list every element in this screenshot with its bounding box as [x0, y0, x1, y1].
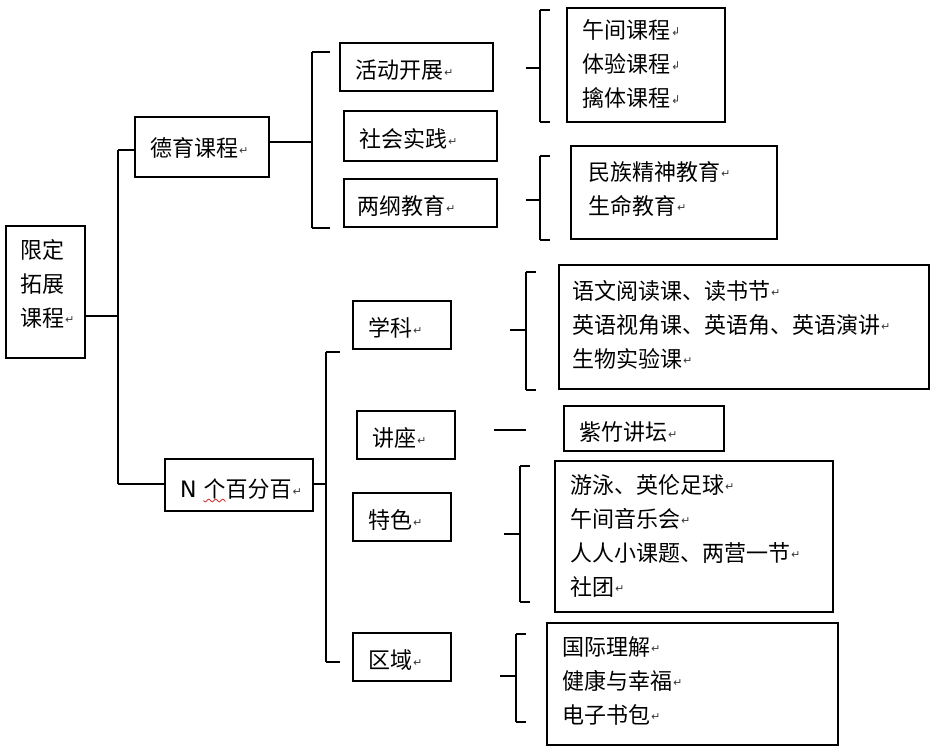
- jiangzuo-item-1: 紫竹讲坛: [579, 421, 668, 446]
- tese-item-4: 社团: [570, 576, 615, 601]
- liangang-item-2: 生命教育: [588, 195, 677, 220]
- quyu-item-2: 健康与幸福: [562, 670, 673, 695]
- return-mark: ↵: [239, 143, 249, 157]
- return-mark: ↵: [677, 201, 687, 214]
- node-liangang: 两纲教育↵: [343, 178, 498, 228]
- root-node: 限定 拓展 课程↵: [5, 225, 86, 359]
- return-mark: ↵: [673, 676, 683, 689]
- return-mark: ↵: [417, 433, 427, 447]
- return-mark: ↵: [881, 320, 891, 333]
- root-line-1: 限定: [20, 239, 65, 264]
- root-line-2: 拓展: [20, 273, 65, 298]
- jiangzuo-items-box: 紫竹讲坛↵: [563, 405, 725, 452]
- return-mark: ↵: [668, 427, 678, 441]
- node-nge-prefix: N: [180, 478, 197, 503]
- xueke-items-box: 语文阅读课、读书节↵ 英语视角课、英语角、英语演讲↵ 生物实验课↵: [558, 264, 930, 390]
- return-mark: ↵: [683, 354, 693, 367]
- return-mark: ↵: [446, 201, 456, 215]
- huodong-items-box: 午间课程↲ 体验课程↲ 擒体课程↲: [566, 7, 726, 123]
- node-liangang-label: 两纲教育: [357, 195, 446, 220]
- node-nge: N 个百分百↵: [164, 458, 314, 512]
- node-shehui-label: 社会实践: [359, 128, 448, 153]
- quyu-item-3: 电子书包: [562, 704, 651, 729]
- node-tese: 特色↵: [352, 492, 452, 542]
- return-mark: ↵: [651, 710, 661, 723]
- tese-item-1: 游泳、英伦足球: [570, 474, 725, 499]
- node-quyu-label: 区域: [368, 649, 413, 674]
- paragraph-mark: ↲: [671, 59, 681, 72]
- liangang-items-box: 民族精神教育↵ 生命教育↵: [570, 145, 778, 240]
- huodong-item-3: 擒体课程: [582, 87, 671, 112]
- return-mark: ↵: [444, 65, 454, 79]
- return-mark: ↵: [681, 514, 691, 527]
- huodong-item-2: 体验课程: [582, 53, 671, 78]
- node-shehui: 社会实践↵: [343, 110, 498, 162]
- node-xueke-label: 学科: [368, 317, 413, 342]
- return-mark: ↵: [413, 515, 423, 529]
- tese-item-2: 午间音乐会: [570, 508, 681, 533]
- return-mark: ↵: [448, 134, 458, 148]
- return-mark: ↵: [413, 655, 423, 669]
- root-line-3: 课程: [20, 307, 65, 332]
- node-huodong: 活动开展↵: [339, 42, 494, 92]
- node-nge-suffix: 百分百: [225, 478, 292, 503]
- return-mark: ↵: [413, 323, 423, 337]
- node-quyu: 区域↵: [352, 632, 452, 682]
- return-mark: ↵: [615, 582, 625, 595]
- node-nge-underlined: 个: [203, 478, 226, 503]
- node-huodong-label: 活动开展: [355, 59, 444, 84]
- quyu-items-box: 国际理解↵ 健康与幸福↵ 电子书包↵: [546, 622, 839, 746]
- return-mark: ↵: [721, 167, 731, 180]
- return-mark: ↵: [292, 484, 302, 498]
- node-deyu-label: 德育课程: [150, 137, 239, 162]
- node-jiangzuo: 讲座↵: [356, 410, 456, 460]
- xueke-item-3: 生物实验课: [572, 348, 683, 373]
- xueke-item-1: 语文阅读课、读书节: [572, 280, 771, 305]
- tese-item-3: 人人小课题、两营一节: [570, 542, 791, 567]
- tese-items-box: 游泳、英伦足球↵ 午间音乐会↵ 人人小课题、两营一节↵ 社团↵: [554, 460, 834, 613]
- node-xueke: 学科↵: [352, 300, 452, 350]
- return-mark: ↵: [651, 642, 661, 655]
- return-mark: ↵: [725, 480, 735, 493]
- node-jiangzuo-label: 讲座: [372, 427, 417, 452]
- return-mark: ↵: [771, 286, 781, 299]
- node-tese-label: 特色: [368, 509, 413, 534]
- liangang-item-1: 民族精神教育: [588, 161, 721, 186]
- paragraph-mark: ↲: [671, 25, 681, 38]
- quyu-item-1: 国际理解: [562, 636, 651, 661]
- return-mark: ↵: [791, 548, 801, 561]
- paragraph-mark: ↲: [671, 93, 681, 106]
- node-deyu: 德育课程↵: [134, 116, 270, 178]
- huodong-item-1: 午间课程: [582, 19, 671, 44]
- return-mark: ↵: [65, 313, 75, 326]
- xueke-item-2: 英语视角课、英语角、英语演讲: [572, 314, 881, 339]
